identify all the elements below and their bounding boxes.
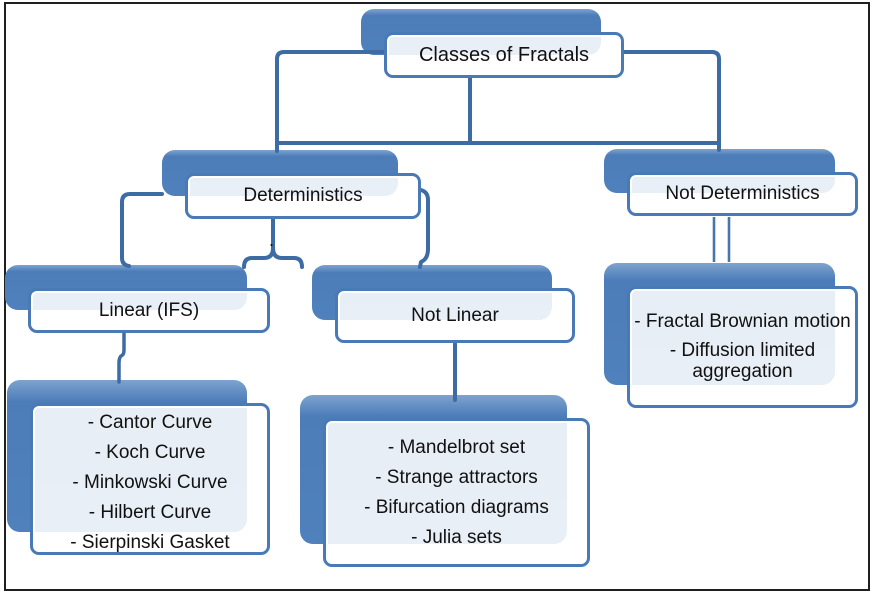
list-item: - Koch Curve bbox=[94, 442, 206, 463]
not-deterministics-node-label: Not Deterministics bbox=[665, 183, 820, 204]
not-deterministic-examples-box: - Fractal Brownian motion - Diffusion li… bbox=[627, 286, 858, 408]
list-item: - Cantor Curve bbox=[87, 412, 213, 433]
list-item: - Julia sets bbox=[411, 527, 502, 548]
list-item: - Sierpinski Gasket bbox=[70, 532, 230, 553]
connector-deterministics-right-elbow bbox=[418, 188, 430, 269]
linear-examples-box: - Cantor Curve - Koch Curve - Minkowski … bbox=[30, 403, 270, 555]
linear-node: Linear (IFS) bbox=[28, 288, 270, 333]
connector-root-right bbox=[622, 50, 721, 152]
linear-node-label: Linear (IFS) bbox=[98, 299, 200, 321]
stray-period: . bbox=[269, 230, 275, 250]
root-node-label: Classes of Fractals bbox=[418, 43, 590, 66]
list-item: - Minkowski Curve bbox=[72, 472, 228, 493]
not-linear-node: Not Linear bbox=[335, 288, 575, 343]
connector-root-left bbox=[275, 50, 386, 153]
list-item: - Hilbert Curve bbox=[88, 502, 212, 523]
list-item: - Bifurcation diagrams bbox=[364, 497, 549, 518]
not-linear-node-label: Not Linear bbox=[411, 304, 499, 326]
list-item: - Diffusion limited aggregation bbox=[669, 340, 816, 382]
connector-deterministics-to-notlinear bbox=[271, 246, 304, 269]
not-deterministics-node: Not Deterministics bbox=[627, 172, 858, 216]
root-node: Classes of Fractals bbox=[384, 32, 624, 78]
connector-deterministics-left-elbow bbox=[120, 192, 164, 268]
connector-linear-to-examples bbox=[117, 331, 126, 384]
deterministics-node: Deterministics bbox=[185, 173, 421, 219]
deterministics-node-label: Deterministics bbox=[243, 185, 363, 206]
not-linear-examples-box: - Mandelbrot set - Strange attractors - … bbox=[323, 418, 590, 567]
list-item: - Mandelbrot set bbox=[387, 437, 526, 458]
list-item: - Fractal Brownian motion bbox=[634, 311, 851, 332]
list-item: - Strange attractors bbox=[375, 467, 538, 488]
